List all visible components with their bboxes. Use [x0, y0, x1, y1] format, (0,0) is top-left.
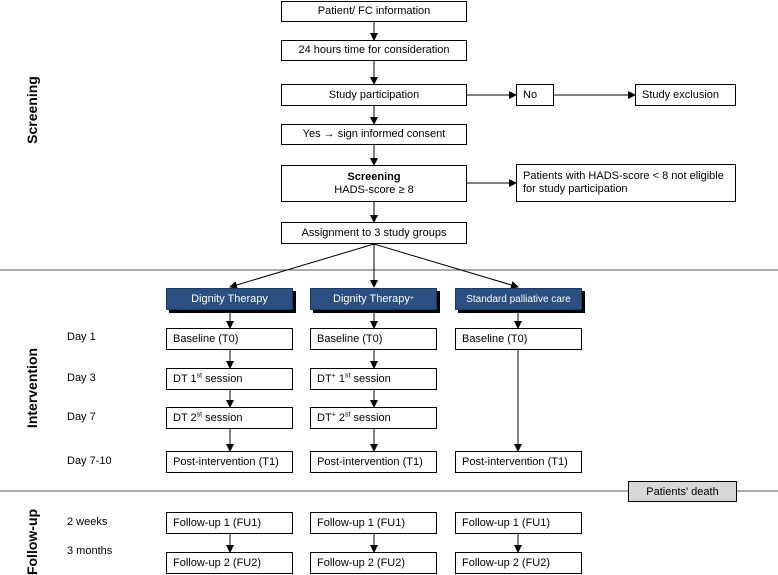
arrow-assignment-to-spc	[373, 243, 519, 289]
spc-post-intervention-box: Post-intervention (T1)	[455, 451, 582, 473]
dt-session1-prefix: DT 1	[173, 372, 197, 385]
patients-death-box: Patients' death	[628, 481, 737, 502]
dt-session1-ordinal: st	[196, 371, 203, 379]
section-label-intervention: Intervention	[24, 347, 40, 429]
dtplus-post-intervention-box: Post-intervention (T1)	[310, 451, 437, 473]
dtplus-session1-suffix: session	[350, 372, 391, 385]
assignment-box: Assignment to 3 study groups	[281, 222, 467, 244]
dtplus-followup2-box: Follow-up 2 (FU2)	[310, 552, 437, 574]
day-label-day3: Day 3	[67, 372, 96, 384]
dtplus-session1-ordinal: st	[344, 371, 351, 379]
dtplus-followup1-box: Follow-up 1 (FU1)	[310, 512, 437, 534]
consideration-box: 24 hours time for consideration	[281, 40, 467, 61]
section-label-followup: Follow-up	[24, 508, 40, 575]
spc-followup2-box: Follow-up 2 (FU2)	[455, 552, 582, 574]
screening-box: Screening HADS-score ≥ 8	[281, 165, 467, 202]
time-label-2-weeks: 2 weeks	[67, 516, 108, 528]
no-box: No	[516, 84, 554, 106]
study-participation-box: Study participation	[281, 84, 467, 106]
dtplus-session1-box: DT+ 1st session	[310, 368, 437, 390]
group-header-dignity-therapy-plus-label: Dignity Therapy	[333, 293, 410, 305]
dtplus-session2-prefix: DT	[317, 411, 332, 424]
arrow-assignment-to-dt	[229, 243, 375, 289]
group-header-standard-palliative-care: Standard palliative care	[455, 288, 582, 310]
dtplus-session2-plus: +	[331, 410, 336, 418]
dtplus-session2-ordinal: st	[344, 410, 351, 418]
screening-box-title: Screening	[347, 170, 401, 183]
dt-session2-suffix: session	[202, 411, 243, 424]
section-label-screening: Screening	[24, 76, 40, 144]
dt-baseline-box: Baseline (T0)	[166, 328, 293, 350]
dt-session2-prefix: DT 2	[173, 411, 197, 424]
screening-box-criterion: HADS-score ≥ 8	[334, 183, 414, 196]
dtplus-session1-prefix: DT	[317, 372, 332, 385]
dtplus-session2-number: 2	[335, 411, 345, 424]
day-label-day1: Day 1	[67, 331, 96, 343]
dtplus-baseline-box: Baseline (T0)	[310, 328, 437, 350]
dt-followup2-box: Follow-up 2 (FU2)	[166, 552, 293, 574]
day-label-day7-10: Day 7-10	[67, 455, 112, 467]
dt-session1-suffix: session	[202, 372, 243, 385]
dt-followup1-box: Follow-up 1 (FU1)	[166, 512, 293, 534]
dtplus-session1-plus: +	[331, 371, 336, 379]
consent-box: Yes → sign informed consent	[281, 124, 467, 145]
dtplus-session2-box: DT+ 2st session	[310, 407, 437, 429]
spc-followup1-box: Follow-up 1 (FU1)	[455, 512, 582, 534]
group-header-dignity-therapy: Dignity Therapy	[166, 288, 293, 310]
study-exclusion-box: Study exclusion	[635, 84, 736, 106]
spc-baseline-box: Baseline (T0)	[455, 328, 582, 350]
dt-session2-box: DT 2st session	[166, 407, 293, 429]
time-label-3-months: 3 months	[67, 545, 113, 557]
dt-post-intervention-box: Post-intervention (T1)	[166, 451, 293, 473]
dt-session1-box: DT 1st session	[166, 368, 293, 390]
dtplus-session2-suffix: session	[350, 411, 391, 424]
day-label-day7: Day 7	[67, 411, 96, 423]
dt-session2-ordinal: st	[196, 410, 203, 418]
patient-info-box: Patient/ FC information	[281, 1, 467, 22]
not-eligible-box: Patients with HADS-score < 8 not eligibl…	[516, 164, 736, 202]
dtplus-session1-number: 1	[335, 372, 345, 385]
group-header-dignity-therapy-plus: Dignity Therapy+	[310, 288, 437, 310]
